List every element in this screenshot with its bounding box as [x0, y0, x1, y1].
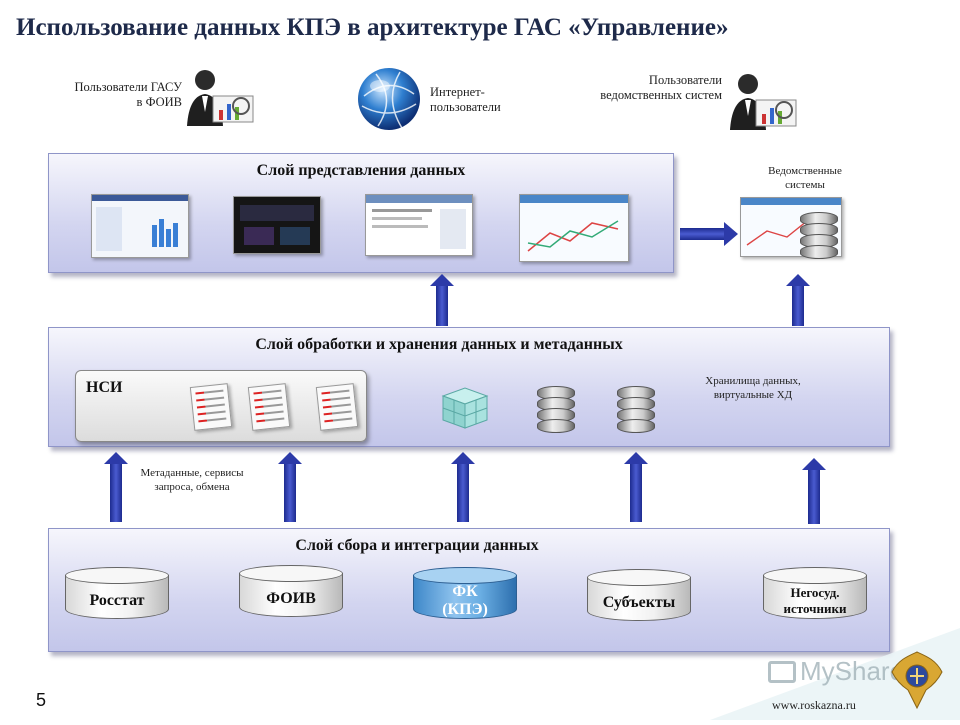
emblem-icon [886, 646, 948, 717]
metadata-note: Метаданные, сервисы запроса, обмена [140, 467, 244, 493]
database-icon [617, 386, 655, 433]
page-title: Использование данных КПЭ в архитектуре Г… [16, 14, 729, 41]
arrow-up-icon [624, 452, 648, 522]
source-label: ФОИВ [266, 590, 316, 607]
user-analyst-icon [726, 70, 806, 132]
monitor-icon [768, 660, 796, 683]
users-vedom-label: Пользователи ведомственных систем [600, 73, 722, 102]
source-foiv: ФОИВ [239, 565, 343, 625]
processing-layer-title: Слой обработки и хранения данных и метад… [255, 336, 623, 353]
source-rosstat: Росстат [65, 567, 169, 627]
storage-label: Хранилища данных, виртуальные ХД [705, 375, 801, 401]
source-label: Негосуд. источники [783, 585, 847, 616]
website-url[interactable]: www.roskazna.ru [772, 698, 856, 712]
arrow-up-icon [430, 274, 454, 326]
source-label: Росстат [89, 592, 145, 609]
arrow-up-icon [104, 452, 128, 522]
user-analyst-icon [183, 66, 263, 128]
arrow-up-icon [451, 452, 475, 522]
dashboard-screenshot [91, 194, 189, 258]
presentation-layer-title: Слой представления данных [256, 162, 466, 179]
source-nongov: Негосуд. источники [763, 567, 867, 627]
users-gasu-label: Пользователи ГАСУ в ФОИВ [74, 80, 182, 109]
vedom-systems-label: Ведомственные системы [768, 165, 842, 191]
presentation-layer-panel: Слой представления данных [48, 153, 674, 273]
document-icon [247, 383, 291, 431]
source-label: Субъекты [602, 594, 676, 611]
portal-screenshot [365, 194, 473, 256]
source-fk-kpe: ФК (КПЭ) [413, 567, 517, 627]
chart-screenshot [519, 194, 629, 262]
database-icon [800, 212, 838, 259]
collection-layer-panel: Слой сбора и интеграции данных Росстат Ф… [48, 528, 890, 652]
internet-users-label: Интернет-пользователи [430, 85, 501, 114]
arrow-up-icon [802, 458, 826, 524]
arrow-right-icon [680, 222, 740, 251]
collection-layer-title: Слой сбора и интеграции данных [295, 537, 539, 554]
arrow-up-icon [278, 452, 302, 522]
document-icon [189, 383, 233, 431]
globe-icon [356, 66, 422, 132]
olap-cube-icon [439, 384, 491, 435]
database-icon [537, 386, 575, 433]
dark-dashboard-screenshot [233, 196, 321, 254]
page-number: 5 [36, 690, 47, 710]
nsi-label: НСИ [86, 379, 123, 396]
arrow-up-icon [786, 274, 810, 326]
source-label: ФК (КПЭ) [442, 583, 488, 618]
nsi-box: НСИ [75, 370, 367, 442]
corner-decoration [700, 620, 960, 725]
document-icon [315, 383, 359, 431]
source-subjects: Субъекты [587, 569, 691, 629]
processing-layer-panel: Слой обработки и хранения данных и метад… [48, 327, 890, 447]
